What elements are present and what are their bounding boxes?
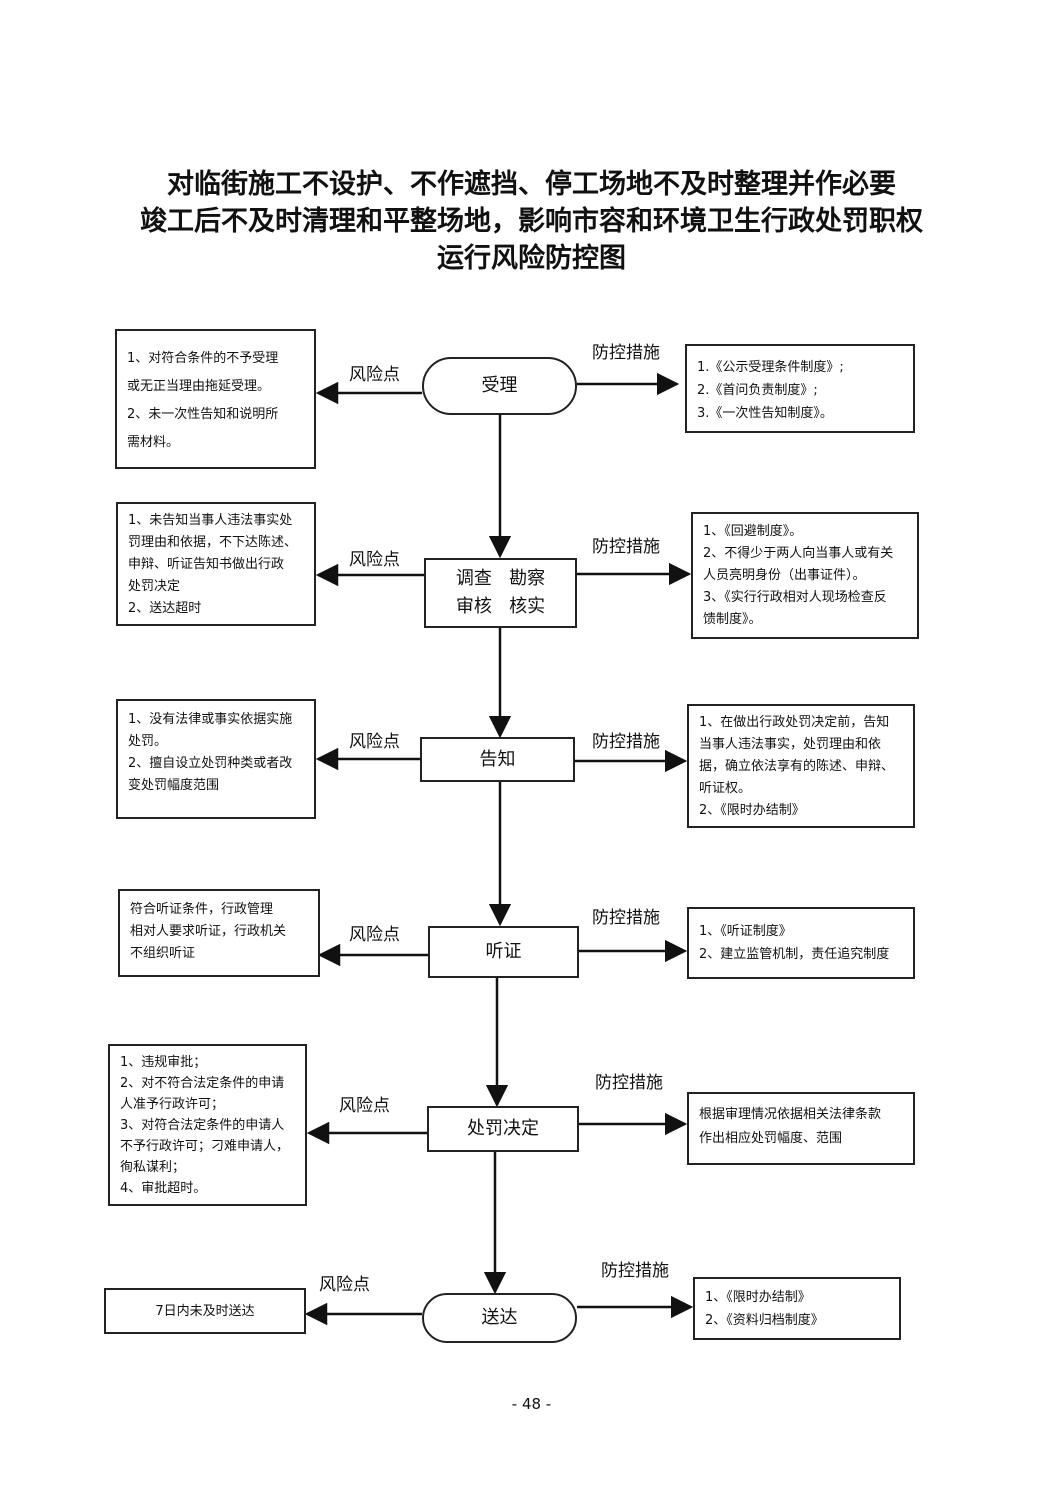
step-label: 处罚决定 [467, 1118, 539, 1139]
control-text: 2.《首问负责制度》; [697, 383, 818, 398]
step-penalty-decision: 处罚决定 [427, 1106, 579, 1152]
risk-text: 1、没有法律或事实依据实施 [128, 712, 293, 727]
control-label: 防控措施 [595, 1073, 663, 1093]
risk-box-notify: 1、没有法律或事实依据实施 处罚。 2、擅自设立处罚种类或者改 变处罚幅度范围 [116, 699, 316, 819]
risk-box-investigate: 1、未告知当事人违法事实处 罚理由和依据，不下达陈述、 申辩、听证告知书做出行政… [116, 502, 316, 626]
risk-text: 申辩、听证告知书做出行政 [128, 557, 285, 572]
risk-text: 4、审批超时。 [120, 1181, 207, 1196]
control-box-hearing: 1、《听证制度》 2、建立监管机制，责任追究制度 [687, 907, 915, 979]
control-text: 2、建立监管机制，责任追究制度 [699, 947, 890, 962]
control-label: 防控措施 [592, 343, 660, 363]
control-text: 当事人违法事实，处罚理由和依 [699, 737, 882, 752]
risk-text: 符合听证条件，行政管理 [130, 902, 274, 917]
risk-box-hearing: 符合听证条件，行政管理 相对人要求听证，行政机关 不组织听证 [118, 889, 320, 977]
step-hearing: 听证 [428, 926, 579, 978]
control-text: 1.《公示受理条件制度》; [697, 360, 844, 375]
step-label: 受理 [481, 375, 518, 396]
control-box-penalty-decision: 根据审理情况依据相关法律条款 作出相应处罚幅度、范围 [687, 1092, 915, 1165]
control-box-delivery: 1、《限时办结制》 2、《资料归档制度》 [693, 1277, 901, 1340]
control-label: 防控措施 [592, 537, 660, 557]
risk-box-penalty-decision: 1、违规审批； 2、对不符合法定条件的申请 人准予行政许可； 3、对符合法定条件… [108, 1044, 307, 1206]
control-box-investigate: 1、《回避制度》。 2、不得少于两人向当事人或有关 人员亮明身份（出事证件）。 … [691, 512, 919, 639]
control-box-accept: 1.《公示受理条件制度》; 2.《首问负责制度》; 3.《一次性告知制度》。 [685, 344, 915, 433]
control-text: 馈制度》。 [703, 612, 762, 627]
risk-text: 处罚决定 [128, 579, 181, 594]
step-label: 听证 [485, 941, 522, 962]
control-text: 听证权。 [699, 781, 752, 796]
step-investigate: 调查 勘察 审核 核实 [424, 558, 577, 628]
risk-text: 1、未告知当事人违法事实处 [128, 513, 293, 528]
step-delivery: 送达 [422, 1293, 577, 1343]
control-text: 根据审理情况依据相关法律条款 [699, 1107, 882, 1122]
risk-text: 变处罚幅度范围 [128, 778, 220, 793]
control-text: 2、《资料归档制度》 [705, 1313, 824, 1328]
risk-text: 1、对符合条件的不予受理 [127, 351, 279, 366]
risk-text: 罚理由和依据，不下达陈述、 [128, 535, 298, 550]
risk-label: 风险点 [349, 365, 400, 385]
step-label: 审核 核实 [455, 596, 546, 617]
title-line-3: 运行风险防控图 [437, 243, 626, 274]
step-label: 送达 [481, 1307, 518, 1328]
risk-text: 7日内未及时送达 [155, 1303, 255, 1319]
risk-text: 徇私谋利； [120, 1160, 186, 1175]
risk-text: 不予行政许可；刁难申请人， [120, 1139, 290, 1154]
risk-box-delivery: 7日内未及时送达 [104, 1288, 306, 1334]
risk-text: 1、违规审批； [120, 1055, 207, 1070]
title-line-1: 对临街施工不设护、不作遮挡、停工场地不及时整理并作必要 [167, 169, 896, 200]
control-text: 据，确立依法享有的陈述、申辩、 [699, 759, 895, 774]
risk-text: 或无正当理由拖延受理。 [127, 379, 271, 394]
step-label: 调查 勘察 [455, 568, 546, 589]
step-notify: 告知 [420, 737, 575, 782]
risk-label: 风险点 [349, 550, 400, 570]
risk-text: 2、对不符合法定条件的申请 [120, 1076, 285, 1091]
control-text: 1、《限时办结制》 [705, 1290, 811, 1305]
title-line-2: 竣工后不及时清理和平整场地，影响市容和环境卫生行政处罚职权 [140, 206, 923, 237]
risk-text: 相对人要求听证，行政机关 [130, 924, 287, 939]
control-text: 1、在做出行政处罚决定前，告知 [699, 715, 890, 730]
control-label: 防控措施 [592, 908, 660, 928]
risk-text: 人准予行政许可； [120, 1097, 225, 1112]
risk-label: 风险点 [349, 925, 400, 945]
risk-text: 2、擅自设立处罚种类或者改 [128, 756, 293, 771]
control-label: 防控措施 [592, 732, 660, 752]
control-box-notify: 1、在做出行政处罚决定前，告知 当事人违法事实，处罚理由和依 据，确立依法享有的… [687, 704, 915, 828]
risk-label: 风险点 [339, 1096, 390, 1116]
control-label: 防控措施 [601, 1261, 669, 1281]
risk-text: 3、对符合法定条件的申请人 [120, 1118, 285, 1133]
risk-text: 不组织听证 [130, 946, 196, 961]
step-label: 告知 [479, 748, 516, 770]
page-number: - 48 - [511, 1395, 552, 1413]
control-text: 3.《一次性告知制度》。 [697, 406, 833, 421]
risk-text: 处罚。 [128, 734, 168, 749]
risk-text: 2、未一次性告知和说明所 [127, 407, 279, 422]
control-text: 2、《限时办结制》 [699, 803, 805, 818]
control-text: 3、《实行行政相对人现场检查反 [703, 590, 887, 605]
risk-text: 需材料。 [127, 435, 180, 450]
step-accept: 受理 [422, 357, 577, 415]
control-text: 1、《听证制度》 [699, 924, 792, 939]
control-text: 作出相应处罚幅度、范围 [699, 1131, 843, 1146]
risk-label: 风险点 [319, 1275, 370, 1295]
diagram-title: 对临街施工不设护、不作遮挡、停工场地不及时整理并作必要 竣工后不及时清理和平整场… [0, 166, 1063, 277]
risk-label: 风险点 [349, 732, 400, 752]
control-text: 人员亮明身份（出事证件）。 [703, 568, 866, 583]
control-text: 1、《回避制度》。 [703, 524, 803, 539]
risk-box-accept: 1、对符合条件的不予受理 或无正当理由拖延受理。 2、未一次性告知和说明所 需材… [115, 329, 316, 469]
risk-text: 2、送达超时 [128, 601, 202, 616]
control-text: 2、不得少于两人向当事人或有关 [703, 546, 894, 561]
